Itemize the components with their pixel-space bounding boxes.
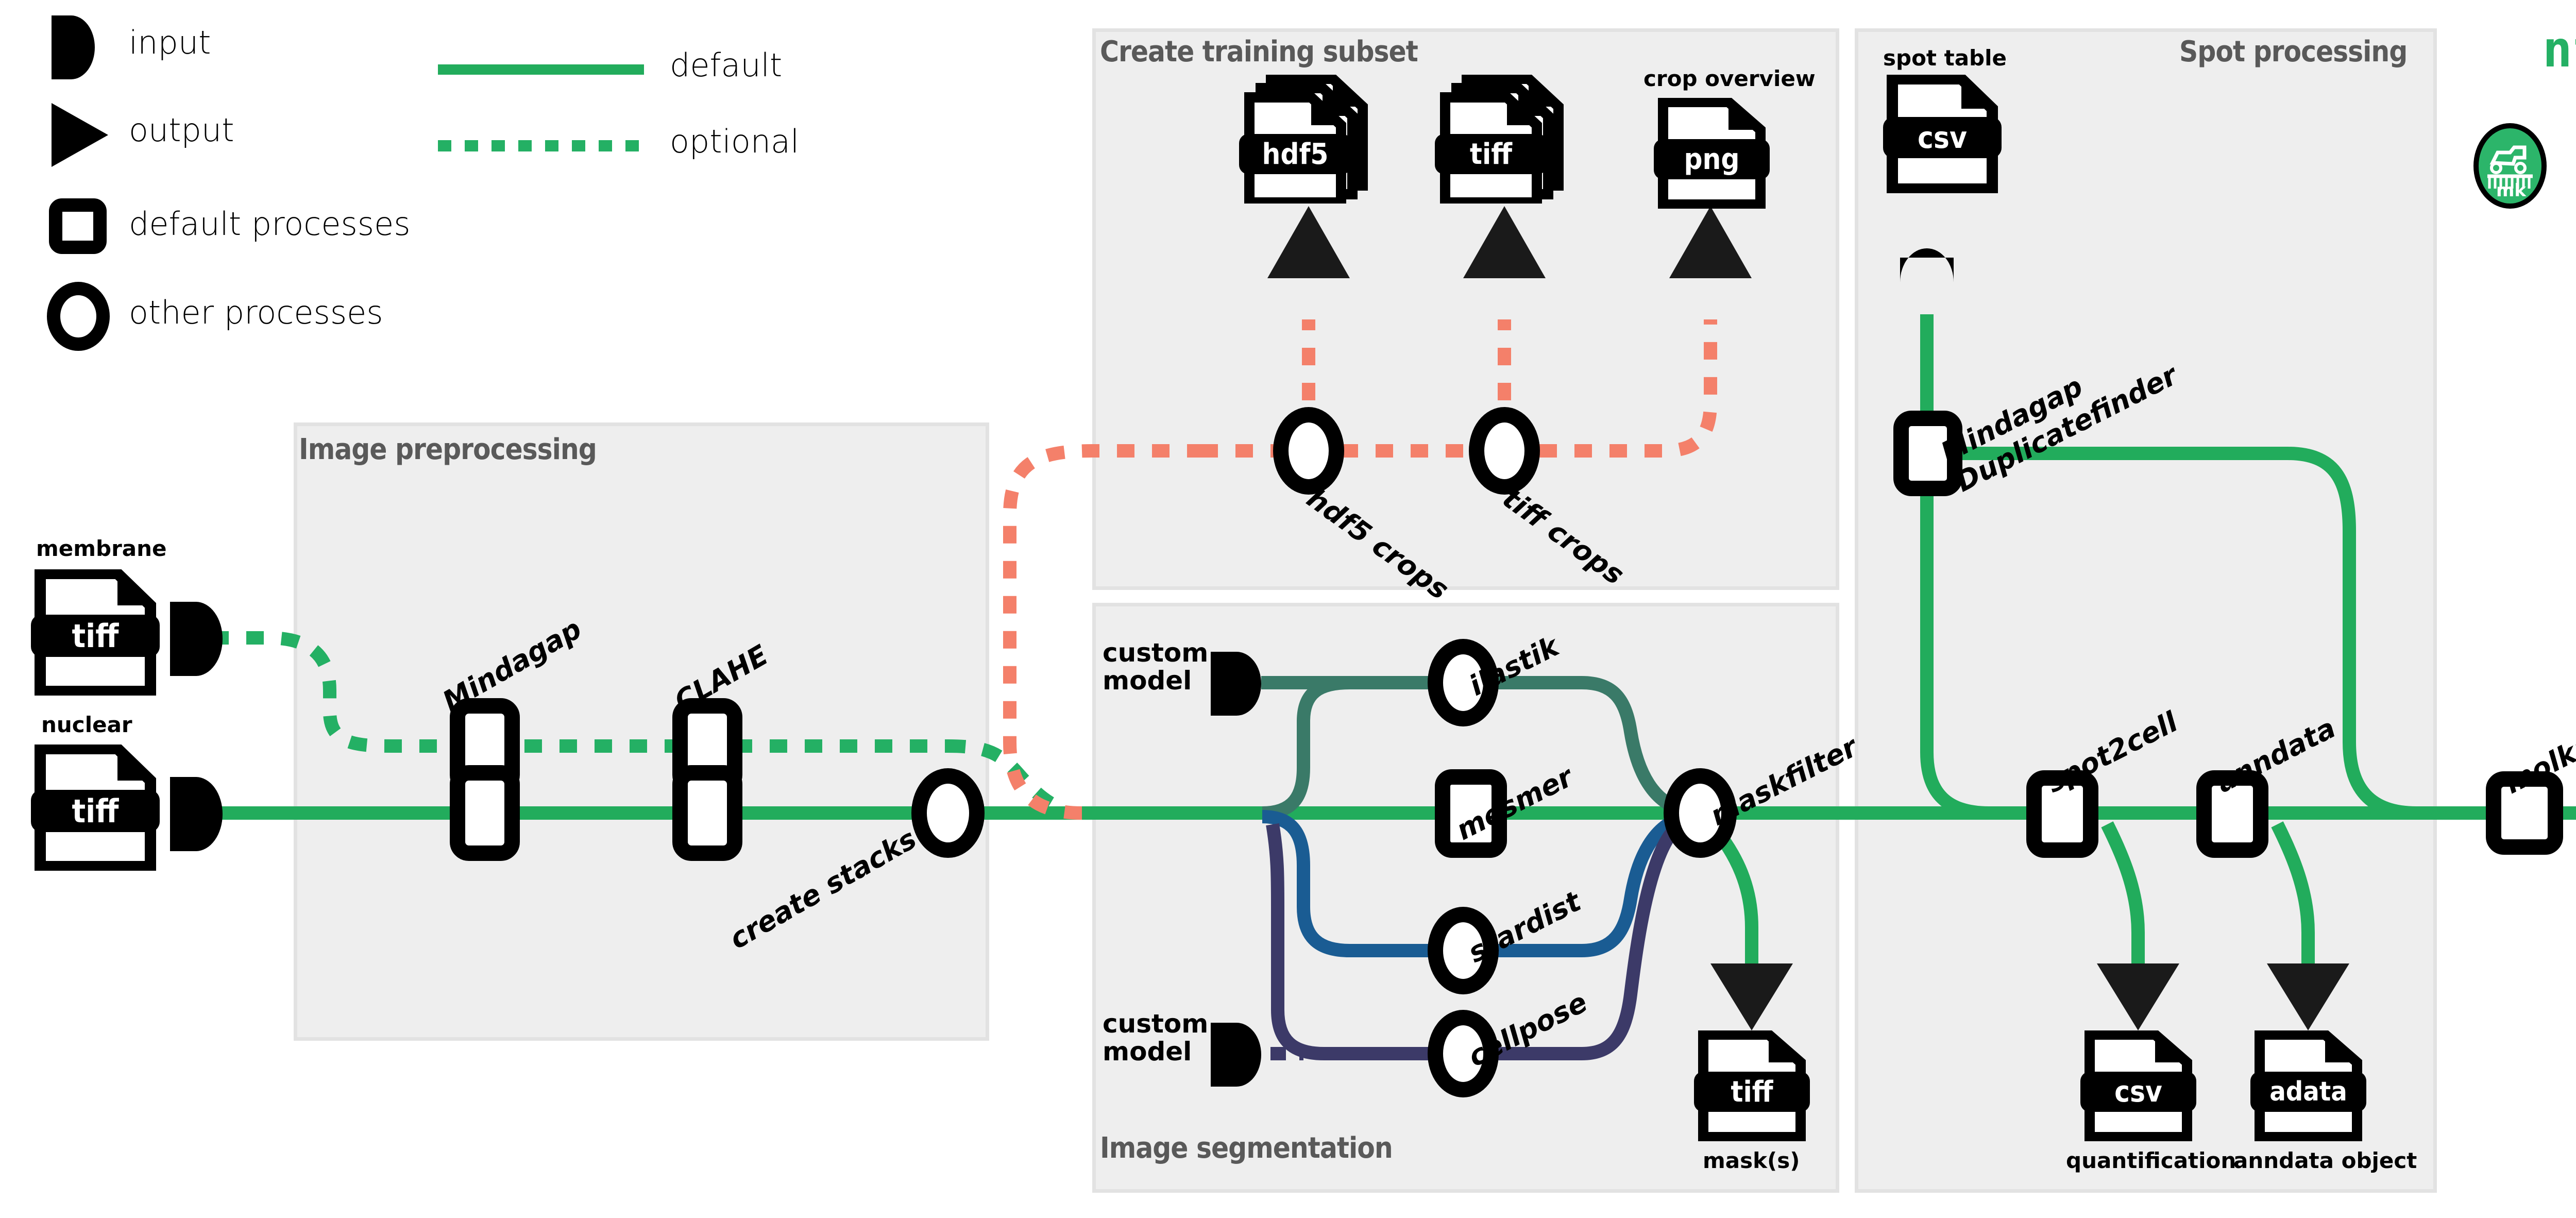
legend-output-arrow-icon [52,103,108,167]
process-node-anndata [2196,770,2268,858]
output-arrow-quantification [2097,963,2179,1030]
process-node-ilastik [1428,639,1499,726]
process-node-mindagap [450,698,520,861]
panel-title-create-training-subset: Create training subset [1100,35,1418,69]
panel-title-image-preprocessing: Image preprocessing [299,433,597,466]
process-node-spot2cell [2026,770,2098,858]
caption-masks: mask(s) [1703,1148,1800,1173]
legend-label-default-processes: default processes [129,205,411,243]
legend-label-other-processes: other processes [129,294,383,331]
process-node-clahe [672,698,742,861]
caption-spot-table: spot table [1883,45,2007,71]
custom-model-line1: custom [1103,1009,1209,1039]
custom-model-line2: model [1103,666,1192,696]
file-icon-anndata-adata: adata [2250,1029,2366,1142]
process-node-mindagap-duplicatefinder [1893,411,1962,496]
file-icon-crop-overview-png: png [1654,97,1770,210]
file-icon-tiff-crops: tiff [1435,74,1574,208]
process-node-tiff-crops [1469,407,1540,495]
caption-anndata-object: anndata object [2233,1148,2417,1173]
legend-label-output: output [129,111,234,149]
input-marker-spot-table [1900,248,1954,282]
file-icon-mask-tiff: tiff [1694,1029,1810,1142]
process-node-molkartqc [2486,771,2563,855]
output-arrow-tiff-crops [1463,206,1546,278]
custom-model-ilastik-label: custom model [1103,639,1208,695]
file-icon-nuclear-tiff: tiff [31,743,160,872]
input-marker-nuclear [170,777,223,851]
custom-model-line2: model [1103,1037,1192,1067]
legend-default-process-icon [49,198,107,254]
file-icon-quantification-csv: csv [2080,1029,2196,1142]
process-node-maskfilter [1664,768,1737,858]
custom-model-line1: custom [1103,638,1209,668]
legend-input-marker-icon [52,15,95,79]
caption-nuclear: nuclear [41,712,132,737]
nf-core-logo: nf-nf-core/ [2543,21,2576,78]
legend-other-process-icon [47,282,110,351]
file-icon-membrane-tiff: tiff [31,568,160,697]
legend-label-input: input [129,24,211,61]
input-marker-membrane [170,602,223,676]
output-arrow-crop-overview [1669,206,1752,278]
input-marker-custom-model-cellpose [1211,1023,1261,1087]
legend-label-default-line: default [670,46,783,84]
process-node-mesmer [1435,769,1507,858]
output-arrow-masks [1710,963,1793,1030]
caption-crop-overview: crop overview [1643,66,1816,91]
logo-nf-text: nf [2543,21,2576,78]
panel-image-preprocessing [294,422,989,1041]
custom-model-cellpose-label: custom model [1103,1010,1208,1065]
panel-title-image-segmentation: Image segmentation [1100,1131,1393,1165]
caption-membrane: membrane [36,536,167,561]
input-marker-custom-model-ilastik [1211,652,1261,716]
process-node-create-stacks [911,768,985,858]
process-node-stardist [1428,907,1499,994]
caption-quantification: quantification [2066,1148,2236,1173]
process-node-hdf5-crops [1273,407,1344,495]
panel-title-spot-processing: Spot processing [2179,35,2408,69]
process-node-cellpose [1428,1010,1499,1097]
logo-badge-text: mk [2496,180,2527,201]
file-icon-spot-table-csv: csv [1883,73,2002,195]
legend-label-optional-line: optional [670,123,800,160]
output-arrow-hdf5-crops [1267,206,1350,278]
output-arrow-anndata [2267,963,2349,1030]
file-icon-hdf5-crops: hdf5 [1239,74,1378,208]
lawn-mower-icon [2473,123,2547,209]
